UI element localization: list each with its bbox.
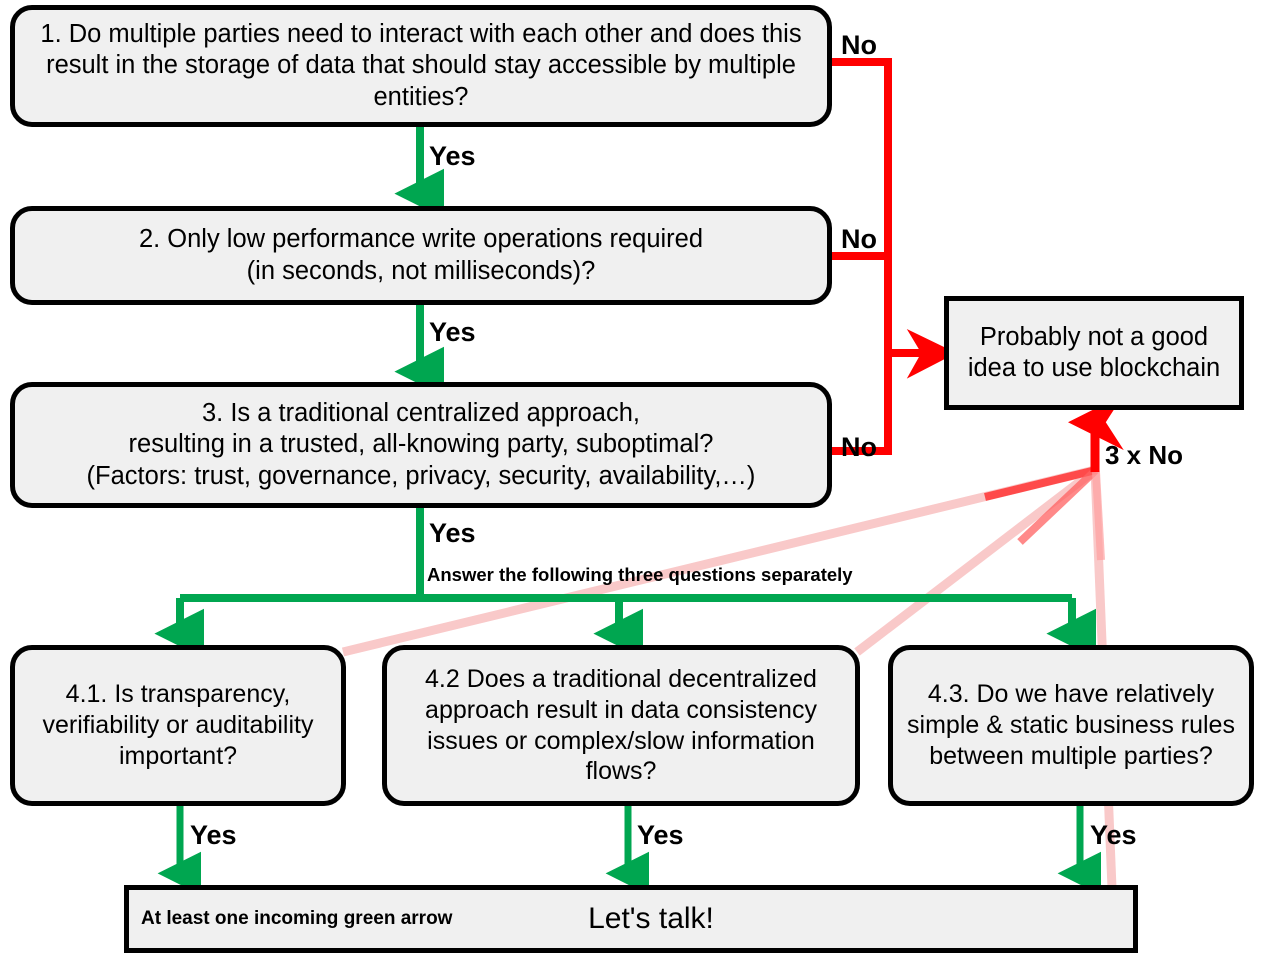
edge-label-no-1: No (841, 30, 877, 60)
question-box-4-3[interactable]: 4.3. Do we have relatively simple & stat… (888, 645, 1254, 806)
edge-label-yes-3: Yes (429, 518, 476, 548)
edge-q3-no-bad (832, 353, 892, 455)
edge-label-yes-4-3: Yes (1090, 820, 1137, 850)
edge-label-three-no: 3 x No (1105, 440, 1184, 470)
edge-label-yes-4-1: Yes (190, 820, 237, 850)
question-box-4-2[interactable]: 4.2 Does a traditional decentralized app… (382, 645, 860, 806)
question-box-2[interactable]: 2. Only low performance write operations… (10, 206, 832, 305)
edge-label-answer-note: Answer the following three questions sep… (427, 564, 853, 585)
outcome-box-lets-talk-note: At least one incoming green arrow (141, 908, 453, 929)
question-box-4-1[interactable]: 4.1. Is transparency, verifiability or a… (10, 645, 346, 806)
outcome-box-lets-talk-label: Let's talk! (588, 902, 714, 935)
edge-q41-no-merge (341, 465, 1097, 657)
outcome-box-not-blockchain-label: Probably not a good idea to use blockcha… (967, 322, 1221, 382)
question-box-1[interactable]: 1. Do multiple parties need to interact … (10, 5, 832, 127)
question-box-4-3-label: 4.3. Do we have relatively simple & stat… (907, 680, 1235, 770)
merge-junction-highlight (984, 466, 1105, 561)
question-box-2-label: 2. Only low performance write operations… (138, 225, 704, 285)
edge-label-yes-4-2: Yes (637, 820, 684, 850)
edge-label-no-3: No (841, 432, 877, 462)
edge-label-no-2: No (841, 224, 877, 254)
question-box-3[interactable]: 3. Is a traditional centralized approach… (10, 382, 832, 508)
edge-label-yes-1: Yes (429, 141, 476, 171)
outcome-box-not-blockchain[interactable]: Probably not a good idea to use blockcha… (944, 296, 1244, 410)
outcome-box-lets-talk[interactable]: At least one incoming green arrow Let's … (124, 885, 1138, 953)
edge-label-yes-2: Yes (429, 317, 476, 347)
edge-q1-no-bad (832, 58, 892, 353)
question-box-4-2-label: 4.2 Does a traditional decentralized app… (425, 665, 817, 786)
question-box-3-label: 3. Is a traditional centralized approach… (86, 398, 756, 490)
edge-q42-no-merge (854, 466, 1098, 656)
question-box-4-1-label: 4.1. Is transparency, verifiability or a… (42, 680, 314, 770)
question-box-1-label: 1. Do multiple parties need to interact … (40, 19, 802, 111)
